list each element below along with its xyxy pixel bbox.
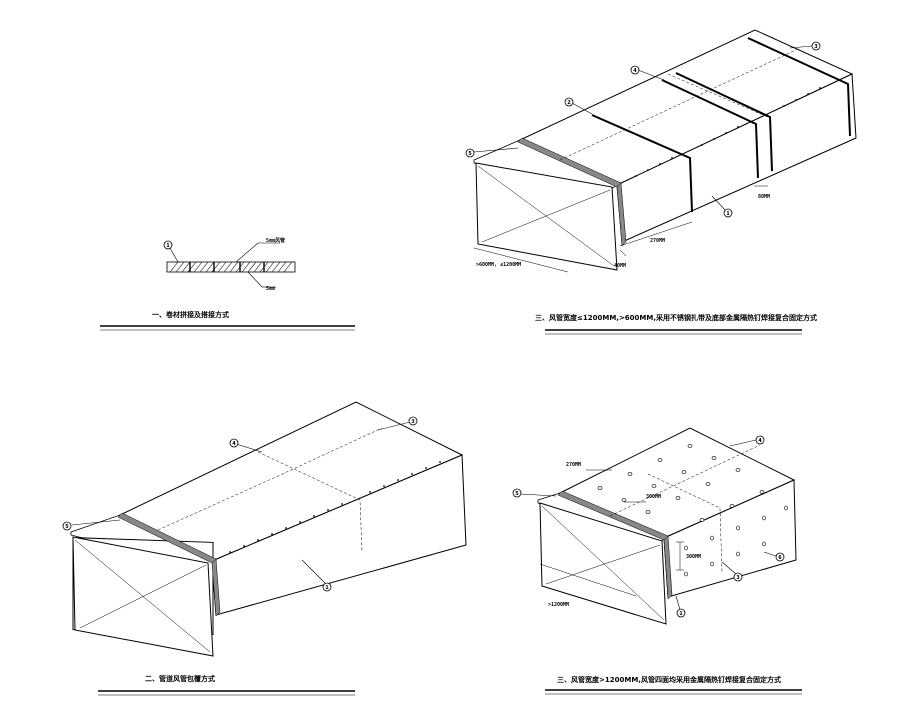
insulation-edge — [117, 512, 221, 617]
pin-dots — [635, 87, 821, 177]
dimension-lines — [539, 469, 684, 597]
dim-300-horizontal: 300MM — [646, 494, 661, 500]
callout-3: 3 — [811, 41, 821, 51]
pin-dots — [229, 461, 441, 553]
callout-4: 4 — [630, 65, 640, 75]
dim-width: >1200MM — [548, 602, 569, 608]
caption-4-underline — [545, 689, 802, 695]
dim-270: 270MM — [650, 238, 665, 244]
panel-2-wrapped-duct: 4 3 5 1 — [62, 401, 467, 657]
callout-4: 4 — [229, 438, 239, 448]
svg-text:3: 3 — [411, 419, 415, 425]
caption-1-underline — [100, 325, 355, 331]
callout-1: 1 — [676, 608, 686, 618]
svg-text:1: 1 — [679, 611, 683, 617]
callout-5: 5 — [465, 148, 475, 158]
steel-straps — [591, 37, 851, 213]
svg-text:2: 2 — [567, 100, 571, 106]
caption-2-underline — [98, 690, 355, 696]
callout-3: 3 — [733, 572, 743, 582]
insulation-edge — [557, 490, 673, 600]
caption-2: 二、管道风管包覆方式 — [145, 674, 215, 683]
panel-3-strapped-duct: 5 2 4 3 1 — [465, 29, 857, 273]
dim-270: 270MM — [566, 462, 581, 468]
insulation-strip — [166, 261, 296, 273]
caption-1: 一、卷材拼接及搭接方式 — [152, 310, 229, 319]
svg-text:1: 1 — [325, 585, 329, 591]
svg-text:4: 4 — [758, 438, 762, 444]
caption-3: 三、风管宽度≤1200MM,>600MM,采用不锈钢扎带及底部金属隔热钉焊接复合… — [535, 313, 817, 322]
svg-text:5: 5 — [515, 491, 519, 497]
label-bottom: 5mm — [266, 286, 275, 292]
callout-1: 1 — [322, 582, 332, 592]
svg-text:6: 6 — [778, 555, 782, 561]
dim-80: 80MM — [758, 194, 770, 200]
duct-end-face — [70, 514, 214, 657]
dim-300-vertical: 300MM — [686, 554, 701, 560]
panel-4-pinned-duct: 5 4 6 3 1 — [512, 427, 797, 625]
seam-lines — [559, 47, 801, 161]
callout-4: 4 — [755, 435, 765, 445]
dimension-lines — [473, 185, 768, 273]
svg-text:3: 3 — [736, 575, 740, 581]
seam-lines — [157, 427, 383, 553]
callout-5: 5 — [512, 488, 522, 498]
svg-text:4: 4 — [633, 68, 637, 74]
insulation-pins — [597, 444, 788, 577]
dim-width: >600MM, ≤1200MM — [476, 262, 521, 268]
duct-end-face — [537, 492, 667, 625]
svg-text:3: 3 — [814, 44, 818, 50]
callout-3: 3 — [408, 416, 418, 426]
duct-end-face — [473, 139, 618, 271]
panel-1-joint-detail: 1 5mm风管 5mm 一、卷材拼接及搭接方式 — [100, 237, 355, 331]
callout-1: 1 — [163, 240, 173, 250]
svg-text:5: 5 — [468, 151, 472, 157]
callout-1: 1 — [723, 208, 733, 218]
callout-5: 5 — [62, 521, 72, 531]
svg-text:4: 4 — [232, 441, 236, 447]
svg-text:1: 1 — [726, 211, 730, 217]
svg-text:1: 1 — [166, 243, 170, 249]
caption-4: 三、风管宽度>1200MM,风管四面均采用金属隔热钉焊接复合固定方式 — [557, 675, 781, 684]
insulation-edge — [517, 137, 627, 247]
caption-3-underline — [545, 329, 802, 335]
svg-text:5: 5 — [65, 524, 69, 530]
dim-40: 40MM — [614, 263, 626, 269]
callout-2: 2 — [564, 97, 574, 107]
seam-lines — [609, 444, 761, 573]
callout-6: 6 — [775, 552, 785, 562]
label-top: 5mm风管 — [266, 237, 285, 244]
